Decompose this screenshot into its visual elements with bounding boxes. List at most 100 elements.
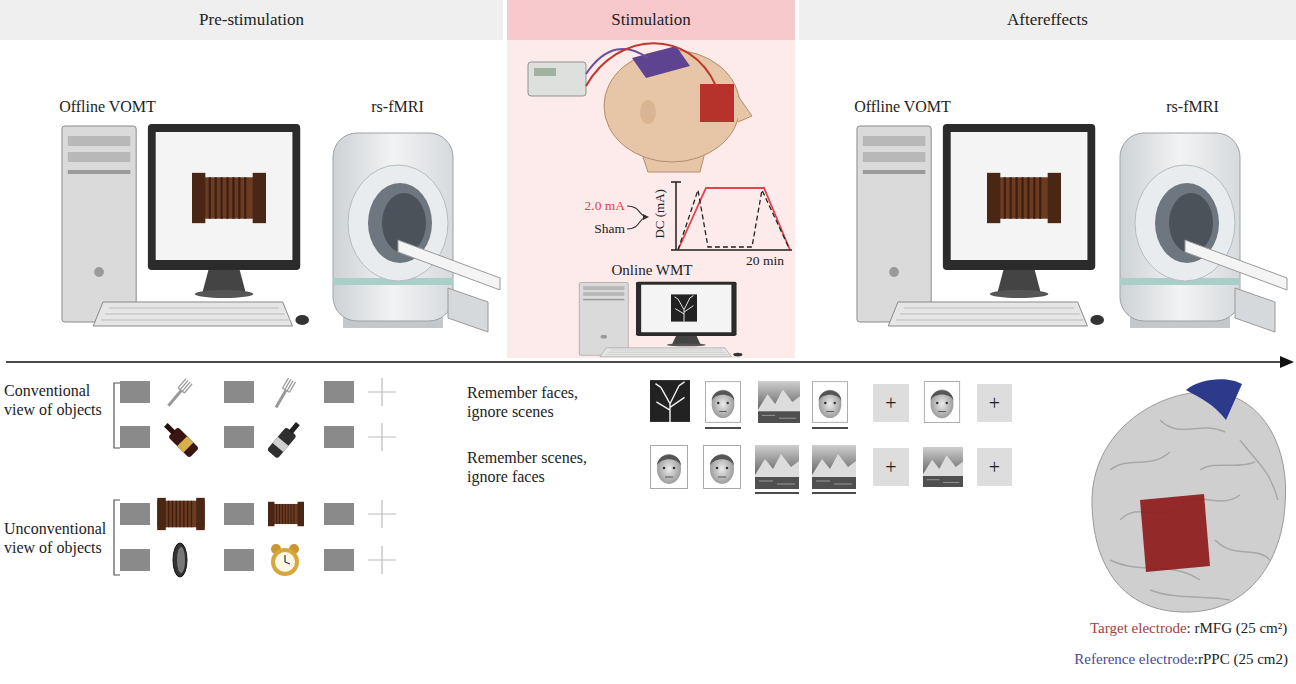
object-sequence (273, 437, 289, 452)
wmt-sequence (812, 445, 856, 489)
label-box: rs-fMRI (1135, 97, 1250, 116)
fixation-box: + (873, 448, 909, 486)
current-waveform (671, 182, 792, 250)
brain-model (1092, 379, 1286, 612)
object-sequence (268, 502, 304, 526)
object-sequence (173, 543, 187, 577)
object-sequence (120, 381, 150, 403)
object-sequence (289, 422, 300, 434)
label-text: rs-fMRI (1166, 98, 1218, 115)
object-sequence (267, 419, 303, 459)
label-box: 20 min (746, 253, 796, 269)
tdcs-head (640, 100, 656, 124)
wmt-sequence (705, 427, 848, 429)
object-sequence (120, 549, 150, 571)
stimulation-panel (507, 40, 795, 358)
computer-icon (579, 282, 742, 357)
object-sequence (120, 426, 150, 448)
node-text: Aftereffects (1007, 10, 1088, 30)
object-sequence (177, 436, 193, 452)
label-text: 2.0 mA (585, 198, 626, 213)
object-sequence (164, 423, 175, 434)
brain-model (1140, 494, 1210, 572)
label-text: Conventional view of objects (4, 382, 102, 418)
label-box: Reference electrode (1074, 650, 1194, 668)
label-box: Sham (565, 221, 625, 237)
label-text: 20 min (746, 253, 784, 268)
label-text: Remember scenes, ignore faces (467, 449, 587, 485)
label-text: DC (mA) (652, 189, 667, 238)
object-sequence (224, 381, 254, 403)
label-box: Offline VOMT (40, 97, 175, 116)
label-box: : rMFG (25 cm²) (1187, 619, 1288, 637)
phase-band: Stimulation (507, 0, 795, 40)
timeline-arrow (1280, 356, 1294, 368)
bracket (114, 500, 120, 575)
tdcs-head (586, 43, 716, 86)
tdcs-head (738, 96, 752, 122)
computer-icon (579, 282, 742, 357)
object-sequence (224, 549, 254, 571)
current-waveform (643, 214, 649, 220)
wmt-sequence (758, 381, 800, 423)
label-box: Online WMT (590, 261, 714, 279)
object-sequence (324, 503, 354, 525)
current-waveform (627, 206, 644, 216)
object-sequence (324, 549, 354, 571)
computer-icon (62, 124, 309, 326)
tdcs-head (534, 68, 556, 76)
label-box: DC (mA) (652, 179, 668, 249)
tdcs-head (700, 84, 734, 122)
label-box: Target electrode (1090, 619, 1187, 637)
object-sequence (368, 378, 396, 574)
object-sequence (273, 378, 296, 410)
wmt-sequence (650, 380, 963, 493)
label-text: rs-fMRI (371, 98, 423, 115)
object-sequence (178, 379, 192, 393)
label-text: Remember faces, ignore scenes (467, 384, 578, 420)
computer-icon (671, 294, 697, 321)
label-box: :rPPC (25 cm2) (1194, 650, 1288, 668)
bracket (114, 383, 120, 448)
label-box: rs-fMRI (340, 97, 455, 116)
object-sequence (120, 378, 396, 577)
object-sequence (271, 544, 299, 576)
computer-icon (857, 124, 1104, 326)
object-sequence (224, 503, 254, 525)
current-waveform (627, 182, 792, 250)
label-text: Online WMT (612, 262, 693, 278)
bracket (114, 383, 120, 575)
wmt-sequence (704, 446, 741, 489)
object-sequence (283, 378, 296, 392)
computer-icon (987, 173, 1061, 223)
mri-scanner (1120, 133, 1287, 332)
timeline-arrow (6, 361, 1282, 363)
wmt-sequence (705, 382, 740, 423)
mri-scanner (1120, 133, 1287, 332)
label-text: Sham (594, 221, 625, 236)
mri-scanner (333, 133, 500, 332)
node-text: + (885, 456, 896, 479)
mri-scanner (333, 133, 500, 332)
node-text: + (885, 392, 896, 415)
timeline-arrow (6, 356, 1294, 368)
object-sequence (224, 426, 254, 448)
fixation-box: + (977, 448, 1012, 486)
current-waveform (627, 218, 644, 229)
label-box: Remember faces, ignore scenes (467, 383, 607, 421)
current-waveform (678, 188, 790, 250)
object-sequence (157, 498, 205, 530)
node-text: Pre-stimulation (199, 10, 304, 30)
tdcs-head (528, 43, 752, 172)
wmt-sequence (755, 445, 799, 489)
label-text: : rMFG (25 cm²) (1187, 620, 1288, 636)
wmt-sequence (651, 446, 688, 489)
wmt-sequence (924, 381, 959, 422)
current-waveform (678, 190, 790, 250)
computer-icon (857, 124, 1104, 326)
wmt-sequence (923, 447, 963, 487)
object-sequence (165, 379, 192, 409)
brain-model (1092, 392, 1286, 612)
